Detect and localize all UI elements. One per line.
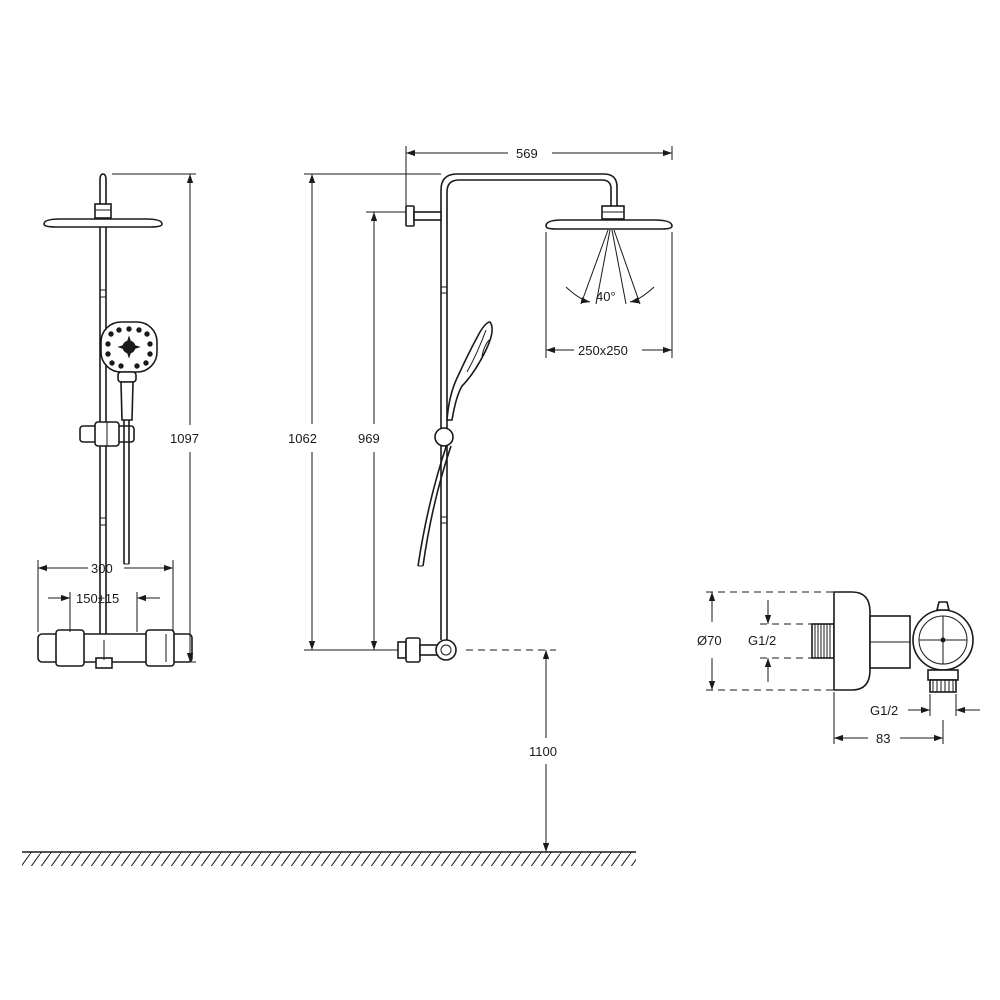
dim-height-1062: 1062 [288,173,441,651]
valve-detail: Ø70 G1/2 G1/2 83 [697,591,980,746]
dim-label-83: 83 [876,731,890,746]
dim-label-g12-top: G1/2 [748,633,776,648]
dim-label-g12-bottom: G1/2 [870,703,898,718]
dim-label-40deg: 40° [596,289,616,304]
dim-valve-diameter: Ø70 [697,591,834,691]
dim-label-569: 569 [516,146,538,161]
dim-label-d70: Ø70 [697,633,722,648]
side-view: 40° 569 [288,146,673,852]
side-hand-shower [446,321,493,421]
dim-height-total: 1097 [112,173,199,663]
dim-inlet-spacing: 150±15 [48,591,160,632]
side-slider-ball [434,427,454,447]
valve-outlet-thread [927,669,959,693]
spray-angle: 40° [565,229,655,305]
valve-cover-flange [833,591,871,691]
side-wall-bracket [405,205,442,227]
dim-height-969: 969 [358,211,406,650]
floor-line [22,851,636,866]
dim-head-size: 250x250 [545,232,673,358]
valve-inlet-thread [811,623,835,659]
valve-knob [912,601,974,671]
dim-width-300: 300 [37,560,174,632]
dim-thread-outlet: G1/2 [870,694,980,718]
front-view: 1097 300 150±15 [37,173,199,669]
dim-label-150: 150±15 [76,591,119,606]
dim-label-1100: 1100 [529,744,557,759]
dim-arm-length: 569 [405,146,673,206]
front-head-connector [94,203,112,219]
side-riser-and-arm [440,173,618,640]
dim-label-1097: 1097 [170,431,199,446]
dim-thread-inlet: G1/2 [748,600,812,682]
dim-label-1062: 1062 [288,431,317,446]
dim-label-300: 300 [91,561,113,576]
front-slider-holder [79,421,135,447]
dim-valve-depth: 83 [833,692,944,746]
dim-mount-height: 1100 [466,649,557,852]
side-mixer [397,637,457,663]
front-mixer-body [37,629,193,669]
front-shower-head [43,218,163,228]
front-hand-shower [100,321,158,421]
side-shower-head [545,219,673,230]
dim-label-250x250: 250x250 [578,343,628,358]
dim-label-969: 969 [358,431,380,446]
front-riser-pipe [99,173,107,640]
